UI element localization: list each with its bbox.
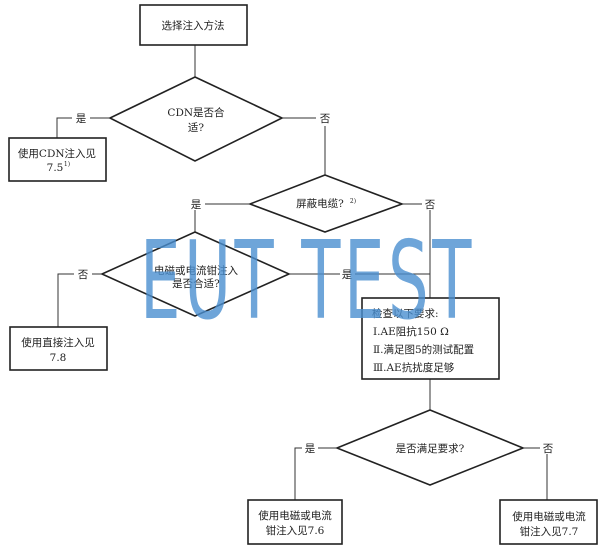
label-yes-clamp: 是 <box>342 269 353 281</box>
clamp-76-2: 钳注入见7.6 <box>266 524 325 537</box>
watermark: EUT TEST <box>140 219 475 344</box>
cdn-decision <box>108 76 284 162</box>
direct-use-2: 7.8 <box>50 352 67 364</box>
start-box <box>139 4 248 46</box>
meet-q: 是否满足要求? <box>396 443 465 455</box>
check-item-1: Ⅰ.AE阻抗150 Ω <box>373 325 449 338</box>
start-text: 选择注入方法 <box>162 19 225 32</box>
check-title: 检查以下要求: <box>372 307 439 320</box>
check-item-3: Ⅲ.AE抗扰度足够 <box>373 361 455 374</box>
cdn-use-note: 1) <box>64 161 70 168</box>
shield-q: 屏蔽电缆? <box>296 197 344 210</box>
clamp-76-box <box>247 499 343 545</box>
cdn-q-2: 适? <box>188 122 204 134</box>
cdn-box <box>8 137 107 182</box>
clamp-77-1: 使用电磁或电流 <box>512 510 586 523</box>
direct-use-1: 使用直接注入见 <box>21 336 95 349</box>
clamp-77-box <box>499 499 598 545</box>
label-yes-shield: 是 <box>191 199 202 211</box>
label-no-meet: 否 <box>543 443 554 455</box>
label-yes-meet: 是 <box>305 443 316 455</box>
check-box <box>361 297 500 380</box>
cdn-use-1: 使用CDN注入见 <box>18 147 96 160</box>
shield-note: 2) <box>350 198 356 205</box>
shield-decision <box>247 174 405 233</box>
clamp-76-1: 使用电磁或电流 <box>258 509 332 522</box>
clamp-q-1: 电磁或电流钳注入 <box>154 264 238 277</box>
check-item-2: Ⅱ.满足图5的测试配置 <box>373 343 474 356</box>
label-yes-cdn: 是 <box>76 113 87 125</box>
direct-box <box>9 326 108 371</box>
label-no-cdn: 否 <box>320 113 331 125</box>
label-no-clamp: 否 <box>78 269 89 281</box>
clamp-q-2: 是否合适? <box>172 277 220 290</box>
label-no-shield: 否 <box>425 199 436 211</box>
cdn-q-1: CDN是否合 <box>167 106 225 119</box>
clamp-decision <box>100 231 291 317</box>
meet-decision <box>334 409 526 486</box>
cdn-use-2: 7.5 <box>47 162 64 174</box>
clamp-77-2: 钳注入见7.7 <box>520 525 579 538</box>
